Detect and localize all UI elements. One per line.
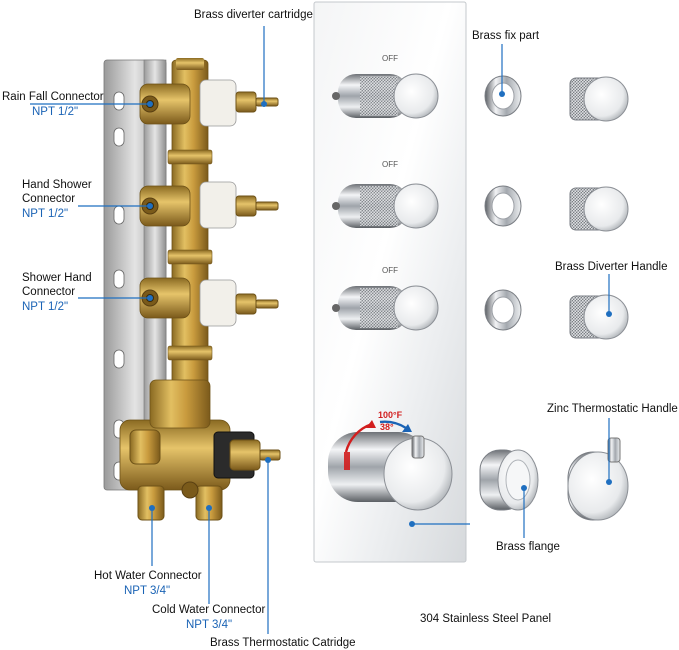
- thermostatic-body: [119, 379, 281, 521]
- brass-diverter-handle-1: [569, 76, 629, 122]
- diverter-port-1: [139, 79, 279, 127]
- cold-water-connector-spec: NPT 3/4": [186, 619, 233, 631]
- panel-off-label-1: OFF: [382, 54, 398, 63]
- brass-diverter-handle-3: [569, 294, 629, 340]
- brass-diverter-handle-label: Brass Diverter Handle: [555, 261, 668, 273]
- rain-fall-connector-label: Rain Fall Connector: [2, 91, 104, 103]
- hot-water-connector-spec: NPT 3/4": [124, 585, 171, 597]
- shower-hand-connector-label-line1: Shower Hand: [22, 272, 92, 284]
- panel-plate: [313, 1, 467, 563]
- brass-diverter-handle-2: [569, 186, 629, 232]
- zinc-thermostatic-handle-part: [567, 437, 629, 521]
- panel-off-label-3: OFF: [382, 266, 398, 275]
- temp-fahrenheit-label: 100°F: [378, 410, 403, 420]
- diverter-port-2: [139, 181, 279, 229]
- panel-diverter-knob-3[interactable]: [332, 285, 439, 331]
- temp-celsius-label: 38°: [380, 422, 394, 432]
- hand-shower-connector-spec: NPT 1/2": [22, 208, 69, 220]
- stainless-panel: [313, 1, 467, 563]
- panel-diverter-knob-2[interactable]: [332, 183, 439, 229]
- brass-fix-part-3: [484, 289, 522, 331]
- cold-water-connector-label: Cold Water Connector: [152, 604, 266, 616]
- valve-assembly: [103, 58, 281, 521]
- zinc-thermostatic-handle-label: Zinc Thermostatic Handle: [547, 403, 678, 415]
- brass-thermostatic-cartridge-label: Brass Thermostatic Catridge: [210, 637, 356, 649]
- panel-diverter-knob-1[interactable]: [332, 73, 439, 119]
- brass-flange-label: Brass flange: [496, 541, 560, 553]
- stainless-steel-panel-label: 304 Stainless Steel Panel: [420, 613, 552, 625]
- rain-fall-connector-spec: NPT 1/2": [32, 106, 79, 118]
- panel-off-label-2: OFF: [382, 160, 398, 169]
- brass-diverter-cartridge-label: Brass diverter cartridge: [194, 9, 313, 21]
- shower-hand-connector-label-line2: Connector: [22, 286, 76, 298]
- brass-fix-part-2: [484, 185, 522, 227]
- hand-shower-connector-label-line1: Hand Shower: [22, 179, 92, 191]
- brass-flange-part: [479, 449, 539, 511]
- leader-lines: [30, 26, 610, 634]
- shower-hand-connector-spec: NPT 1/2": [22, 301, 69, 313]
- hot-water-inlet: [137, 485, 165, 521]
- hot-water-connector-label: Hot Water Connector: [94, 570, 202, 582]
- brass-fix-part-label: Brass fix part: [472, 30, 540, 42]
- leader-dots: [147, 91, 612, 527]
- panel-thermostatic-handle[interactable]: [328, 420, 453, 511]
- hand-shower-connector-label-line2: Connector: [22, 193, 76, 205]
